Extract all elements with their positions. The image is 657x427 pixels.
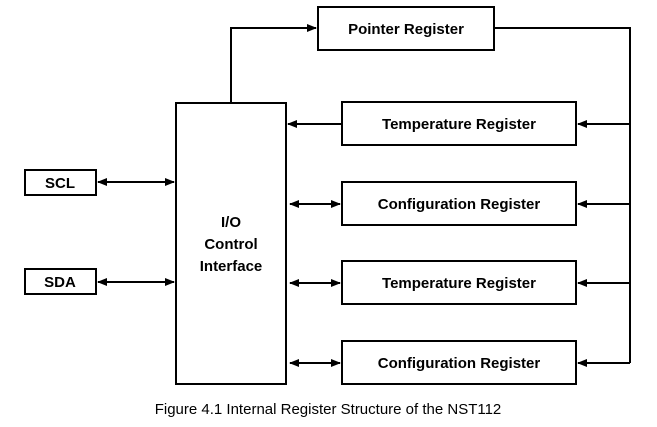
configuration-register-2-node: Configuration Register — [341, 340, 577, 385]
scl-label: SCL — [45, 175, 75, 192]
sda-node: SDA — [24, 268, 97, 295]
configuration-register-1-node: Configuration Register — [341, 181, 577, 226]
pointer-bus-line — [494, 27, 631, 363]
io-label-line3: Interface — [200, 258, 263, 275]
scl-node: SCL — [24, 169, 97, 196]
temperature-register-1-node: Temperature Register — [341, 101, 577, 146]
io-to-pointer-arrow — [230, 24, 317, 103]
pointer-register-label: Pointer Register — [348, 21, 464, 38]
configuration-register-2-label: Configuration Register — [378, 355, 541, 372]
temperature-register-2-label: Temperature Register — [382, 275, 536, 292]
configuration-register-1-label: Configuration Register — [378, 196, 541, 213]
pointer-register-node: Pointer Register — [317, 6, 495, 51]
io-label-line1: I/O — [221, 214, 241, 231]
io-label-line2: Control — [204, 236, 257, 253]
temperature-register-1-label: Temperature Register — [382, 116, 536, 133]
io-control-interface-node: I/O Control Interface — [175, 102, 287, 385]
temperature-register-2-node: Temperature Register — [341, 260, 577, 305]
figure-caption: Figure 4.1 Internal Register Structure o… — [155, 401, 502, 418]
sda-label: SDA — [44, 274, 76, 291]
